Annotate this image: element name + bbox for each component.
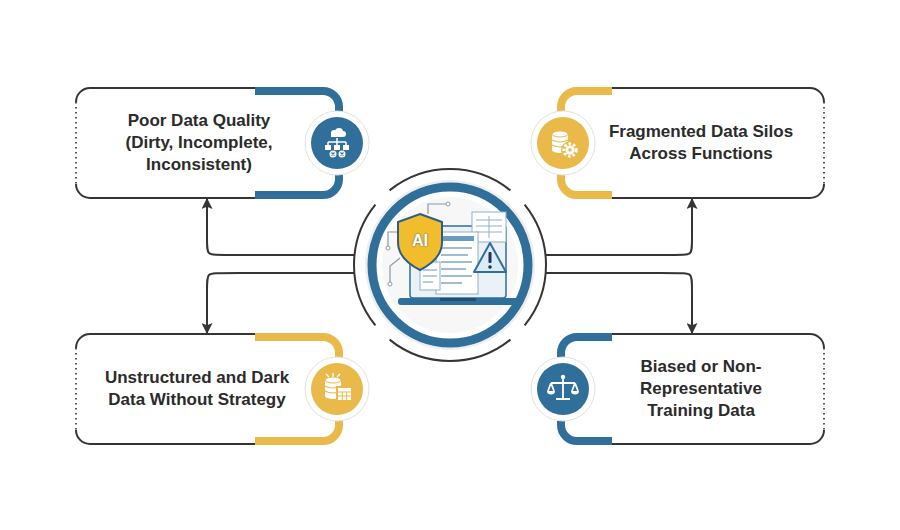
shield-label: AI bbox=[400, 232, 440, 250]
challenge-label: Biased or Non-Representative Training Da… bbox=[621, 356, 781, 422]
challenge-box: Fragmented Data Silos Across Functions bbox=[557, 87, 825, 199]
challenge-box: Biased or Non-Representative Training Da… bbox=[557, 333, 825, 445]
box-frame bbox=[76, 334, 339, 444]
icon-part bbox=[328, 138, 346, 145]
dotted-edge bbox=[823, 348, 825, 430]
badge-ring bbox=[305, 357, 369, 421]
icon-badge bbox=[531, 357, 595, 421]
connector-arrow bbox=[207, 199, 355, 255]
document-lines bbox=[441, 248, 472, 283]
ai-shield bbox=[398, 214, 442, 270]
circuit-node bbox=[386, 246, 390, 250]
dotted-edge bbox=[823, 102, 825, 184]
challenge-label: Fragmented Data Silos Across Functions bbox=[596, 121, 806, 165]
icon-part bbox=[330, 151, 337, 158]
box-border bbox=[76, 334, 255, 444]
hub-ring bbox=[372, 187, 528, 343]
icon-part bbox=[568, 148, 572, 152]
box-frame bbox=[561, 334, 824, 444]
icon-badge bbox=[531, 111, 595, 175]
badge-fill bbox=[537, 363, 589, 415]
text-block: Unstructured and Dark Data Without Strat… bbox=[97, 367, 297, 411]
badge-ring bbox=[531, 357, 595, 421]
text-block: Biased or Non-Representative Training Da… bbox=[621, 356, 781, 422]
bias-icon bbox=[547, 375, 579, 399]
warning-dot bbox=[488, 265, 492, 269]
icon-part bbox=[326, 373, 340, 377]
document-header bbox=[440, 236, 474, 241]
circuit-node bbox=[446, 202, 450, 206]
hub-inner bbox=[382, 197, 518, 333]
connector-arrow bbox=[207, 273, 354, 333]
hub-graphic bbox=[353, 168, 547, 362]
icon-part bbox=[331, 133, 343, 137]
icon-part bbox=[561, 141, 579, 159]
connector-arrow bbox=[546, 273, 692, 333]
icon-part bbox=[341, 153, 344, 156]
badge-ring bbox=[305, 111, 369, 175]
text-block: Poor Data Quality (Dirty, Incomplete, In… bbox=[109, 110, 289, 176]
badge-fill bbox=[311, 117, 363, 169]
icon-part bbox=[336, 386, 353, 402]
table-grid bbox=[476, 216, 502, 238]
hub-circle: AI bbox=[353, 168, 547, 362]
warning-mark bbox=[489, 252, 492, 263]
laptop-notch bbox=[440, 298, 476, 301]
icon-part bbox=[566, 146, 575, 155]
hub-halo bbox=[365, 180, 535, 350]
icon-part bbox=[571, 391, 579, 395]
quality-icon bbox=[325, 128, 349, 158]
icon-part bbox=[334, 145, 340, 150]
icon-part bbox=[332, 153, 335, 156]
challenge-label: Unstructured and Dark Data Without Strat… bbox=[97, 367, 297, 411]
icon-part bbox=[547, 391, 555, 395]
challenge-box: Poor Data Quality (Dirty, Incomplete, In… bbox=[75, 87, 343, 199]
icon-part bbox=[548, 378, 578, 399]
badge-fill bbox=[311, 363, 363, 415]
text-block: Fragmented Data Silos Across Functions bbox=[596, 121, 806, 165]
icon-part bbox=[338, 388, 351, 400]
icon-part bbox=[552, 131, 568, 137]
icon-part bbox=[325, 377, 341, 383]
box-border bbox=[612, 334, 824, 444]
icon-part bbox=[325, 145, 331, 150]
small-document-lines bbox=[423, 270, 437, 282]
laptop-base bbox=[398, 298, 518, 305]
icon-badge bbox=[305, 357, 369, 421]
box-border bbox=[612, 88, 824, 198]
icon-part bbox=[339, 151, 346, 158]
badge-ring bbox=[531, 111, 595, 175]
challenge-box: Unstructured and Dark Data Without Strat… bbox=[75, 333, 343, 445]
icon-badge bbox=[305, 111, 369, 175]
silos-icon bbox=[552, 131, 579, 159]
text-block: AI bbox=[400, 232, 440, 250]
challenge-label: Poor Data Quality (Dirty, Incomplete, In… bbox=[109, 110, 289, 176]
dotted-edge bbox=[75, 348, 77, 430]
badge-fill bbox=[537, 117, 589, 169]
dark-icon bbox=[325, 373, 353, 402]
warning-triangle bbox=[474, 243, 506, 272]
box-outline bbox=[557, 87, 825, 199]
icon-part bbox=[564, 144, 576, 156]
icon-part bbox=[343, 145, 349, 150]
circuit-node bbox=[388, 282, 392, 286]
dotted-edge bbox=[75, 102, 77, 184]
box-frame bbox=[76, 88, 339, 198]
box-outline bbox=[75, 333, 343, 445]
icon-part bbox=[338, 392, 351, 400]
box-frame bbox=[561, 88, 824, 198]
icon-part bbox=[561, 375, 565, 379]
connector-arrow bbox=[545, 199, 692, 255]
